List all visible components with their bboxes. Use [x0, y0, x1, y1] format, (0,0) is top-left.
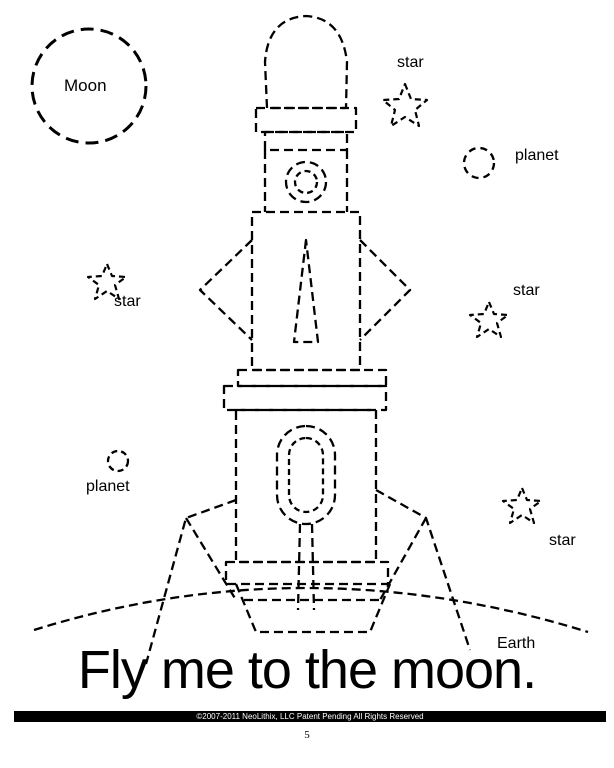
rocket-window-inner	[293, 169, 319, 195]
planet-icon	[106, 449, 130, 473]
planet-icon	[462, 146, 496, 180]
rocket-door-stem	[296, 523, 316, 611]
rocket-base-collar	[224, 560, 390, 586]
star-icon	[381, 82, 429, 128]
planet-label-top: planet	[515, 147, 559, 164]
copyright-text: ©2007-2011 NeoLithix, LLC Patent Pending…	[196, 712, 424, 721]
rocket-middle-collar-top	[236, 368, 388, 388]
planet-label-left: planet	[86, 478, 130, 495]
rocket-left-leg	[144, 498, 237, 665]
rocket-window-outer	[284, 160, 328, 204]
copyright-bar: ©2007-2011 NeoLithix, LLC Patent Pending…	[14, 711, 606, 722]
rocket-body	[250, 210, 362, 372]
rocket-upper-band	[263, 130, 349, 152]
star-icon	[501, 486, 543, 525]
rocket-door-outer	[275, 424, 337, 526]
rocket-right-leg	[375, 488, 472, 651]
rocket-middle-collar	[222, 384, 388, 412]
rocket-left-leg-brace	[185, 517, 237, 601]
headline: Fly me to the moon.	[77, 640, 537, 700]
moon-circle	[30, 27, 148, 145]
rocket-door-inner	[287, 436, 325, 514]
rocket-upper-collar	[254, 106, 358, 134]
star-label-top: star	[397, 54, 424, 71]
earth-horizon	[33, 586, 589, 634]
rocket-neck	[263, 150, 349, 212]
star-icon	[468, 300, 510, 339]
rocket-nose	[263, 14, 349, 110]
page-number: 5	[304, 729, 310, 741]
rocket-body-stripe	[292, 238, 320, 344]
rocket-left-fin	[198, 239, 253, 341]
rocket-right-leg-brace	[378, 517, 428, 601]
moon-label: Moon	[64, 76, 107, 95]
star-label-left: star	[114, 293, 141, 310]
star-icon	[86, 262, 128, 301]
earth-label: Earth	[497, 635, 536, 652]
rocket-right-fin	[359, 239, 412, 341]
rocket-lower-body	[234, 408, 378, 564]
star-label-bottom: star	[549, 532, 576, 549]
star-label-right: star	[513, 282, 540, 299]
